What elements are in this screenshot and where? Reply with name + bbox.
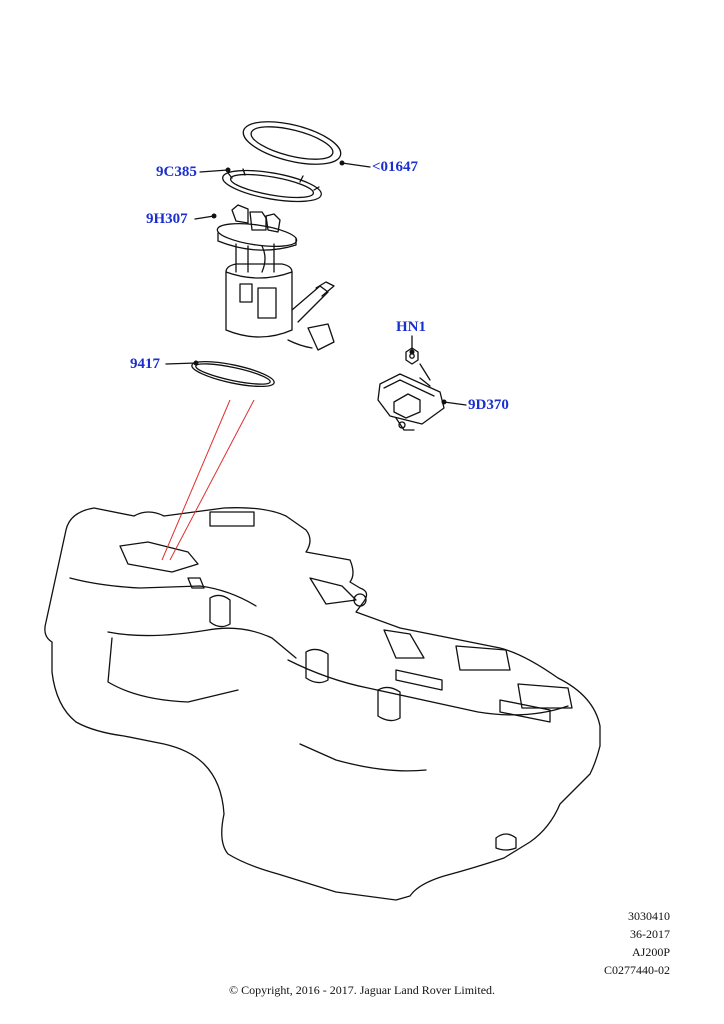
callout-control-module[interactable]: 9D370 xyxy=(468,397,509,413)
leader-dots xyxy=(193,160,447,405)
seal-ring-part xyxy=(242,121,342,165)
reference-line-3: AJ200P xyxy=(631,945,670,959)
o-ring-part xyxy=(191,360,275,388)
reference-line-2: 36-2017 xyxy=(630,927,670,941)
lock-ring-part xyxy=(222,168,322,203)
installation-guide-lines xyxy=(161,399,255,561)
callout-nut[interactable]: HN1 xyxy=(396,319,426,335)
callout-seal-ring[interactable]: <01647 xyxy=(372,159,419,175)
reference-block: 3030410 36-2017 AJ200P C0277440-02 xyxy=(560,910,670,982)
leader-lines xyxy=(165,162,467,406)
callout-o-ring[interactable]: 9417 xyxy=(130,356,160,372)
reference-line-1: 3030410 xyxy=(628,909,670,923)
callout-fuel-pump-module[interactable]: 9H307 xyxy=(146,211,188,227)
reference-line-4: C0277440-02 xyxy=(604,963,670,977)
copyright-notice: © Copyright, 2016 - 2017. Jaguar Land Ro… xyxy=(228,983,496,997)
fuel-tank-part xyxy=(44,507,601,901)
control-module-part xyxy=(377,373,445,431)
fuel-pump-module-part xyxy=(216,204,335,351)
callout-lock-ring[interactable]: 9C385 xyxy=(156,164,197,180)
